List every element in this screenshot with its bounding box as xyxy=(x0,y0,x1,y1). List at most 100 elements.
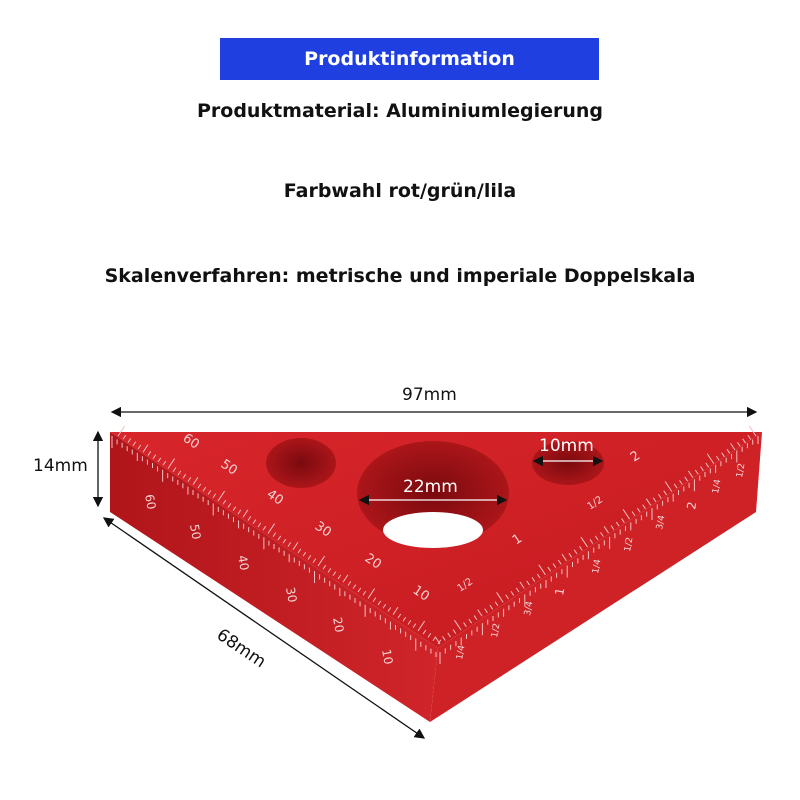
ruler-tick xyxy=(679,480,683,485)
ruler-tick xyxy=(177,470,182,476)
ruler-tick xyxy=(510,591,515,596)
ruler-tick xyxy=(237,509,242,515)
dim-width-label: 97mm xyxy=(402,385,457,405)
ruler-tick xyxy=(573,549,578,555)
ruler-tick xyxy=(747,435,752,440)
ruler-tick xyxy=(589,539,594,544)
ruler-tick xyxy=(212,493,217,499)
ruler-tick xyxy=(664,481,673,492)
ruler-tick xyxy=(142,444,149,453)
ruler-tick xyxy=(122,434,127,440)
ruler-tick xyxy=(207,490,212,495)
triangle-right-face xyxy=(430,432,762,722)
ruler-tick xyxy=(242,509,249,518)
ruler-tick xyxy=(157,457,162,463)
ruler-tick xyxy=(222,499,227,505)
ruler-tick xyxy=(152,454,157,460)
ruler-tick xyxy=(127,438,132,443)
ruler-tick xyxy=(615,521,620,527)
ruler-tick xyxy=(432,636,437,642)
ruler-tick xyxy=(192,477,199,486)
scale-rs-0: 1/4 xyxy=(455,644,467,660)
ruler-tick xyxy=(631,511,636,517)
ruler-tick xyxy=(658,493,662,499)
ruler-tick xyxy=(536,573,541,579)
ruler-tick xyxy=(645,498,652,506)
scale-side-60: 60 xyxy=(142,493,158,510)
ruler-tick xyxy=(621,518,625,523)
scale-side-40: 40 xyxy=(235,554,251,571)
ruler-tick xyxy=(217,490,226,502)
ruler-tick xyxy=(437,639,442,645)
ruler-tick xyxy=(580,536,588,548)
scale-rs-5: 1/2 xyxy=(623,537,635,553)
ruler-tick xyxy=(557,559,562,565)
ruler-tick xyxy=(427,633,432,638)
scale-side-10: 10 xyxy=(379,648,395,665)
ruler-tick xyxy=(463,622,467,627)
ruler-tick xyxy=(561,553,567,562)
ruler-tick xyxy=(705,462,710,468)
ruler-tick xyxy=(579,545,583,551)
info-scale: Skalenverfahren: metrische und imperiale… xyxy=(104,265,696,287)
ruler-tick xyxy=(642,504,646,510)
ruler-tick xyxy=(721,452,725,458)
ruler-tick xyxy=(117,425,126,437)
ruler-tick xyxy=(742,438,746,444)
ruler-tick xyxy=(526,580,530,586)
ruler-tick xyxy=(603,526,609,534)
ruler-tick xyxy=(454,619,462,631)
ruler-tick xyxy=(477,609,483,617)
dim-small-hole-label: 10mm xyxy=(539,436,594,456)
ruler-tick xyxy=(435,637,441,645)
ruler-tick xyxy=(187,477,192,482)
scale-rs-7: 2 xyxy=(684,501,699,511)
ruler-tick xyxy=(636,507,641,513)
scale-rs-3: 1 xyxy=(552,587,567,597)
ruler-tick xyxy=(442,636,446,641)
dim-line-side xyxy=(102,517,426,739)
ruler-tick xyxy=(494,601,499,607)
ruler-tick xyxy=(447,632,451,638)
header-title: Produktinformation xyxy=(304,48,515,70)
ruler-tick xyxy=(552,563,557,569)
ruler-tick xyxy=(197,483,202,489)
ruler-tick xyxy=(694,469,699,475)
ruler-tick xyxy=(610,525,615,530)
ruler-tick xyxy=(568,552,573,558)
scale-rs-2: 3/4 xyxy=(523,600,535,616)
scale-rs-1: 1/2 xyxy=(490,623,502,639)
ruler-tick xyxy=(748,425,757,437)
ruler-tick xyxy=(726,448,731,454)
header-banner: Produktinformation xyxy=(220,38,599,80)
ruler-tick xyxy=(684,476,688,482)
ruler-tick xyxy=(484,608,488,614)
ruler-tick xyxy=(673,483,678,489)
ruler-tick xyxy=(473,615,478,621)
ruler-tick xyxy=(137,444,142,450)
info-material: Produktmaterial: Aluminiumlegierung xyxy=(196,100,604,122)
scale-rs-9: 1/2 xyxy=(735,463,747,479)
scale-side-30: 30 xyxy=(283,586,299,603)
ruler-tick xyxy=(162,460,167,466)
scale-side-50: 50 xyxy=(187,523,203,540)
ruler-tick xyxy=(663,490,667,496)
ruler-tick xyxy=(147,451,152,456)
ruler-tick xyxy=(730,442,736,451)
ruler-tick xyxy=(452,629,457,634)
scale-side-20: 20 xyxy=(330,616,346,633)
ruler-tick xyxy=(652,497,657,503)
ruler-tick xyxy=(496,592,504,603)
ruler-tick xyxy=(531,577,536,582)
scale-rs-8: 1/4 xyxy=(711,478,723,494)
ruler-tick xyxy=(737,441,741,447)
ruler-tick xyxy=(182,473,187,479)
dim-height-label: 14mm xyxy=(33,456,88,476)
ruler-tick xyxy=(715,455,720,461)
ruler-tick xyxy=(547,566,552,572)
info-colors: Farbwahl rot/grün/lila xyxy=(283,180,517,202)
ruler-tick xyxy=(515,587,520,593)
dim-large-hole-label: 22mm xyxy=(403,477,458,497)
ruler-tick xyxy=(687,470,694,478)
